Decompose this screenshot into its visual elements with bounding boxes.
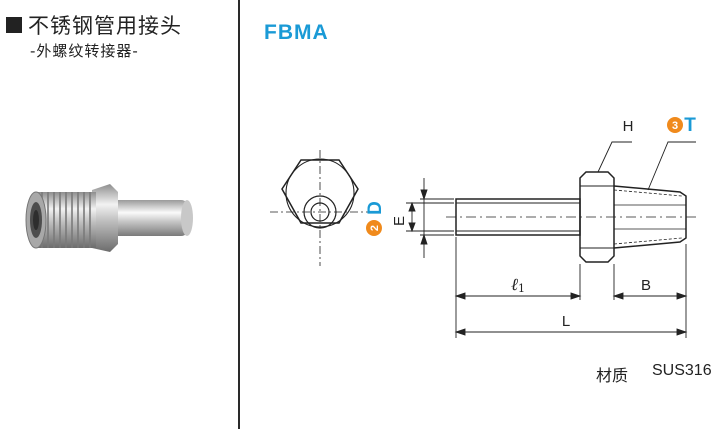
hex-body (579, 171, 615, 263)
hex-end-view (281, 159, 359, 224)
badge-t-circle (667, 117, 683, 133)
badge-t-number: 3 (672, 120, 678, 132)
right-panel: FBMA (240, 0, 728, 429)
label-b: B (641, 277, 651, 294)
title-bullet-square (6, 17, 22, 33)
label-l1-subscript: 1 (518, 282, 525, 295)
label-e: E (391, 216, 408, 226)
label-l1: ℓ1 (511, 275, 525, 295)
product-photo (25, 184, 193, 252)
material-label: 材质 (596, 366, 629, 385)
badge-d-number: 2 (369, 225, 381, 231)
label-d: D (365, 201, 386, 215)
technical-drawing: E 2 D H 3 T (270, 115, 696, 338)
title-row: 不锈钢管用接头 (6, 10, 182, 40)
label-l: L (562, 313, 570, 330)
model-code: FBMA (264, 21, 329, 44)
left-panel: 不锈钢管用接头 -外螺纹转接器- (0, 0, 238, 429)
material-value: SUS316 (652, 362, 712, 379)
badge-d-circle (366, 220, 382, 236)
product-title: 不锈钢管用接头 (28, 14, 182, 38)
panel-divider (238, 0, 240, 429)
label-t: T (684, 115, 696, 136)
product-subtitle: -外螺纹转接器- (30, 42, 139, 60)
label-h: H (623, 118, 634, 135)
